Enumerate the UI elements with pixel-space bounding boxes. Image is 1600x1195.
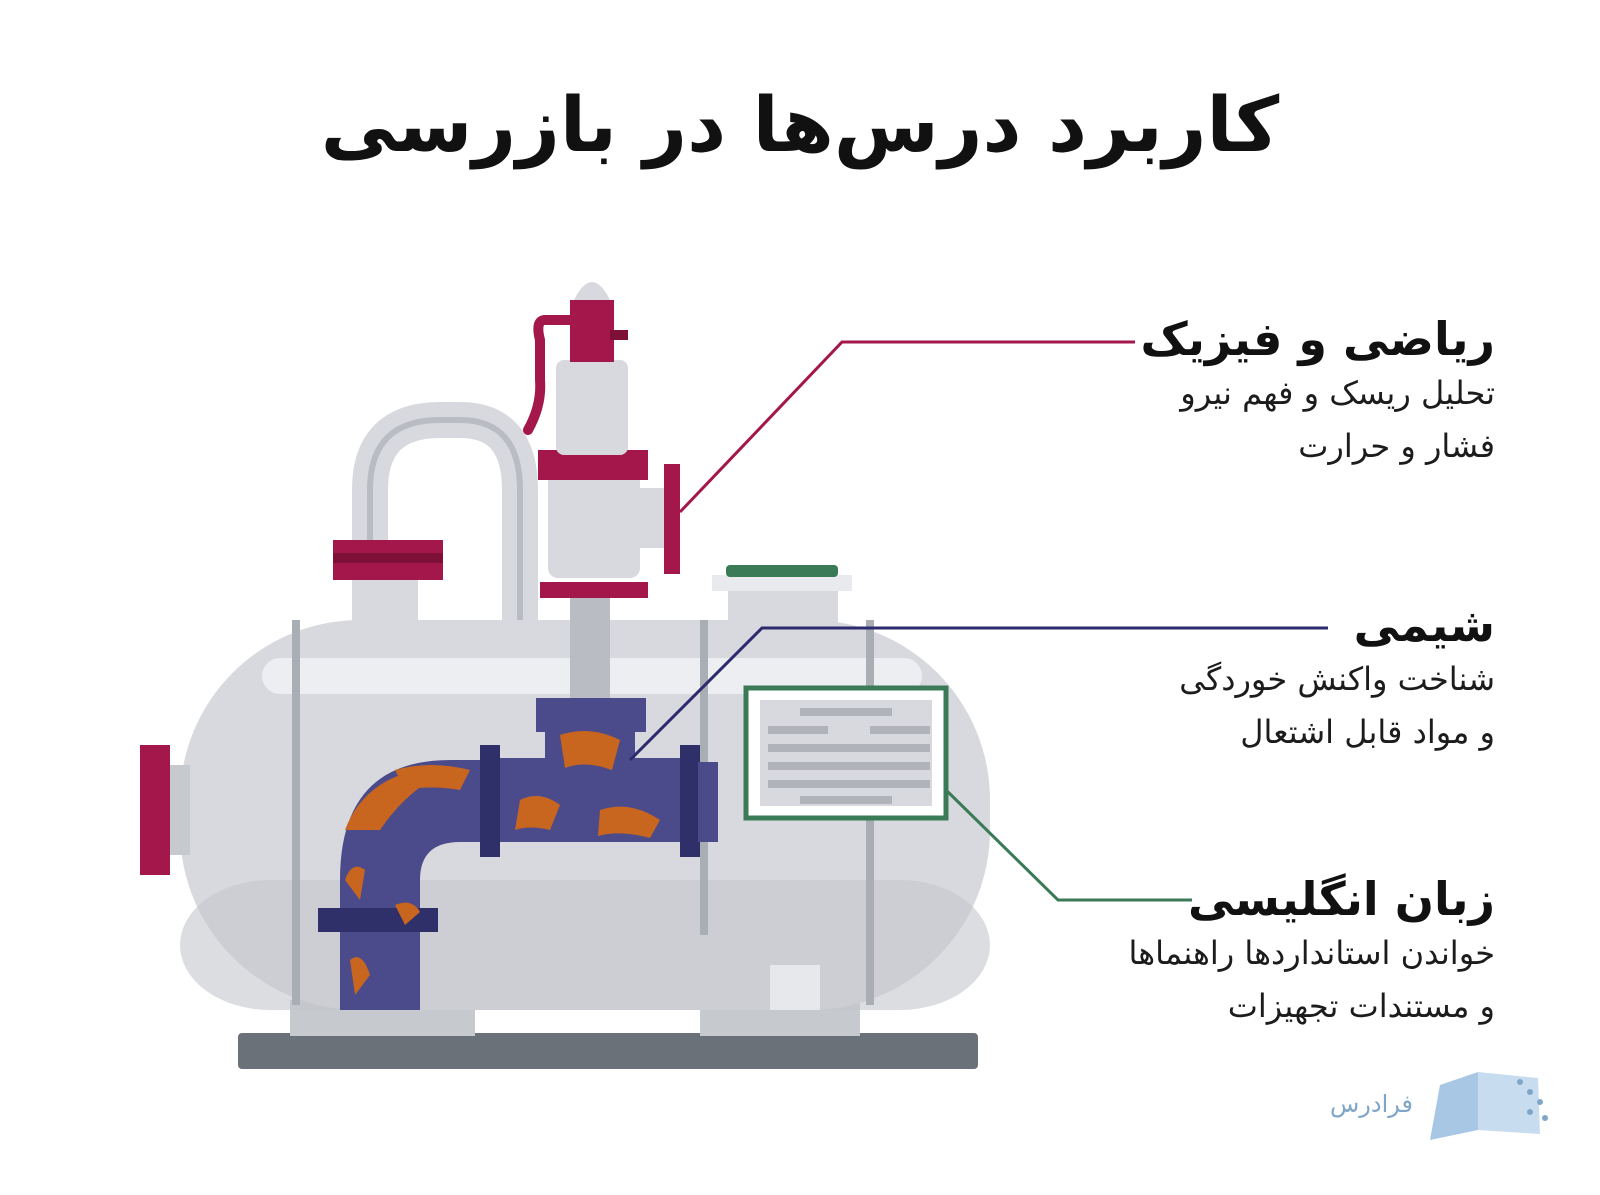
label-line: فشار و حرارت bbox=[1298, 426, 1495, 465]
pipe-flange-left bbox=[480, 745, 500, 857]
manhole-cover bbox=[712, 575, 852, 591]
brand-name: فرادرس bbox=[1330, 1090, 1413, 1118]
label-chemistry: شیمی شناخت واکنش خوردگی و مواد قابل اشتع… bbox=[1179, 598, 1495, 759]
leader-line-chemistry bbox=[628, 626, 1328, 762]
pipe-flange-right bbox=[680, 745, 700, 857]
label-title: زبان انگلیسی bbox=[1188, 872, 1495, 926]
label-line: شناخت واکنش خوردگی bbox=[1179, 660, 1495, 699]
book-icon bbox=[1430, 1072, 1548, 1140]
label-line: خواندن استانداردها راهنماها bbox=[1128, 934, 1495, 973]
leader-line-english bbox=[944, 788, 1192, 902]
page-title: کاربرد درس‌ها در بازرسی bbox=[320, 80, 1280, 169]
label-line: و مواد قابل اشتعال bbox=[1240, 712, 1495, 751]
valve-body bbox=[548, 470, 640, 578]
valve-side-flange bbox=[664, 464, 680, 574]
valve-lever-icon bbox=[523, 315, 577, 435]
label-math-physics: ریاضی و فیزیک تحلیل ریسک و فهم نیرو فشار… bbox=[1140, 312, 1495, 473]
base-skid bbox=[238, 1033, 978, 1069]
label-title: ریاضی و فیزیک bbox=[1140, 312, 1495, 366]
left-end-flange bbox=[140, 745, 170, 875]
leader-line-math bbox=[678, 340, 1135, 514]
pipe-flange-bottom bbox=[318, 908, 438, 932]
label-line: و مستندات تجهیزات bbox=[1227, 986, 1495, 1025]
label-line: تحلیل ریسک و فهم نیرو bbox=[1180, 374, 1495, 413]
label-english: زبان انگلیسی خواندن استانداردها راهنماها… bbox=[1128, 872, 1495, 1033]
label-title: شیمی bbox=[1353, 598, 1495, 652]
valve-stem bbox=[570, 590, 610, 700]
pipe-flange-top bbox=[536, 698, 646, 732]
